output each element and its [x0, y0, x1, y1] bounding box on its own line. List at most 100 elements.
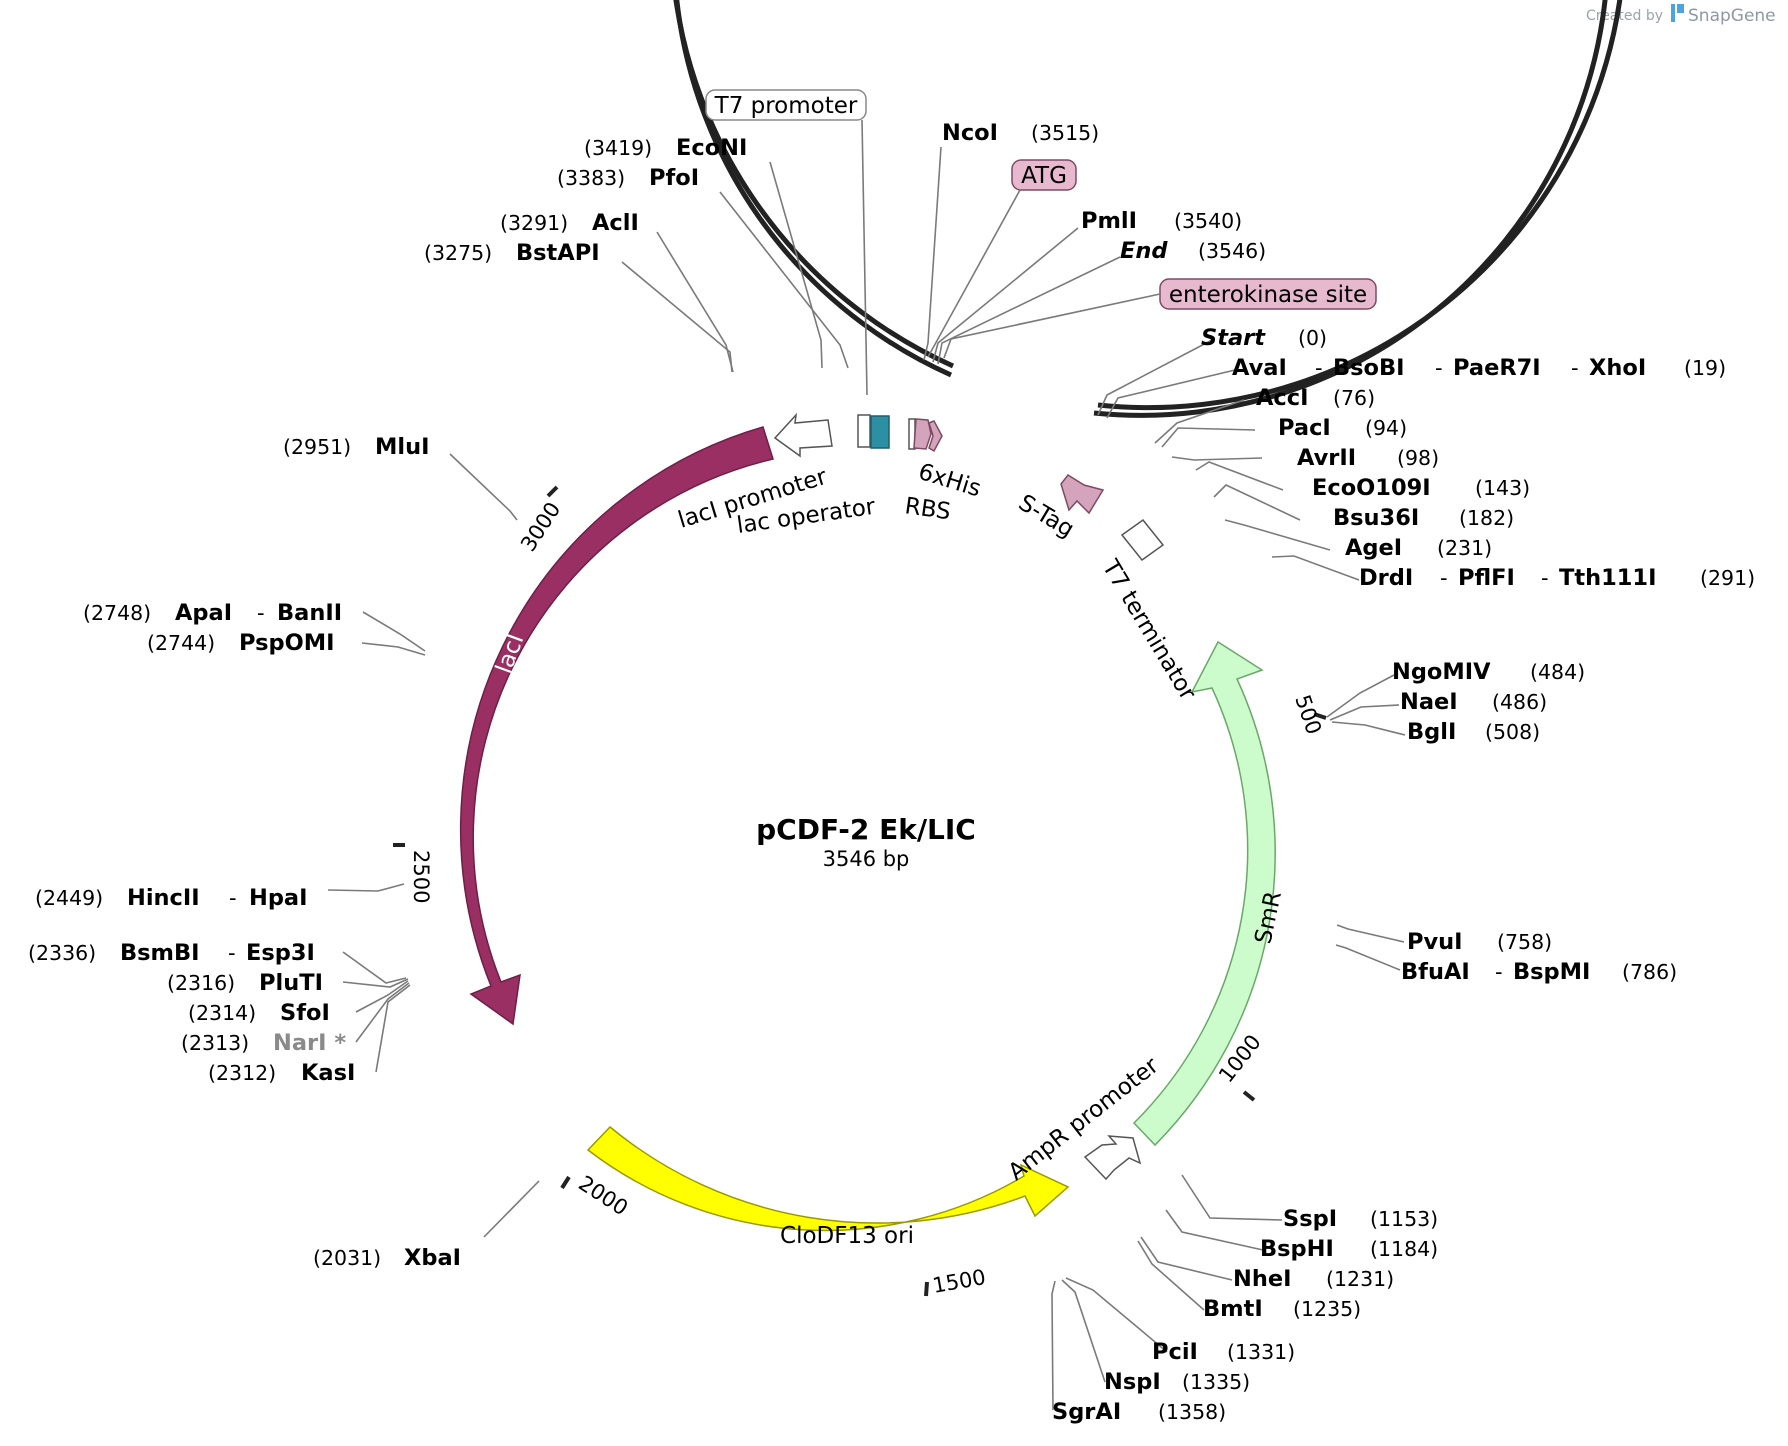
site-pcii[interactable]: PciI (1331): [1152, 1339, 1295, 1365]
site-name: Esp3I: [246, 940, 315, 966]
site-name: SfoI: [280, 1000, 330, 1026]
site-xbai[interactable]: (2031) XbaI: [313, 1245, 461, 1271]
operator-box: [870, 415, 890, 449]
site-nhei[interactable]: NheI (1231): [1233, 1266, 1394, 1292]
site-start[interactable]: Start (0): [1201, 325, 1327, 351]
site-name: DrdI: [1359, 565, 1413, 591]
site-position: (1335): [1182, 1370, 1250, 1394]
site-position: (2744): [147, 631, 215, 655]
site-position: (98): [1397, 446, 1439, 470]
site-naei[interactable]: NaeI (486): [1400, 689, 1547, 715]
site-ncoi[interactable]: NcoI (3515): [942, 120, 1099, 146]
site-name: ApaI: [175, 600, 232, 626]
site-ecoo109i[interactable]: EcoO109I (143): [1312, 475, 1530, 501]
site-position: (1184): [1370, 1237, 1438, 1261]
site-name: BglI: [1407, 719, 1456, 745]
site-name: SspI: [1283, 1206, 1337, 1232]
site-bsphi[interactable]: BspHI (1184): [1260, 1236, 1438, 1262]
site-pvui[interactable]: PvuI (758): [1407, 929, 1552, 955]
tick-label-2000: 2000: [574, 1171, 632, 1220]
site-pspomi[interactable]: (2744) PspOMI: [147, 630, 334, 656]
atg-label[interactable]: ATG: [927, 159, 1077, 358]
credit-prefix: Created by: [1586, 8, 1663, 24]
separator: -: [1495, 960, 1503, 984]
site-position: (1331): [1227, 1340, 1295, 1364]
site-position: (786): [1622, 960, 1677, 984]
site-avrii[interactable]: AvrII (98): [1297, 445, 1439, 471]
t7-promoter-label[interactable]: T7 promoter: [705, 89, 868, 396]
site-name: SgrAI: [1052, 1399, 1121, 1425]
site-nspi[interactable]: NspI (1335): [1104, 1369, 1250, 1395]
site-sgrai[interactable]: SgrAI (1358): [1052, 1399, 1226, 1425]
site-bfuai-group[interactable]: BfuAI - BspMI (786): [1401, 959, 1677, 985]
site-agei[interactable]: AgeI (231): [1345, 535, 1492, 561]
site-hincii-group[interactable]: (2449) HincII - HpaI: [35, 885, 308, 911]
site-position: (2312): [208, 1061, 276, 1085]
site-position: (2313): [181, 1031, 249, 1055]
site-name: BfuAI: [1401, 959, 1470, 985]
feature-6xhis[interactable]: 6xHis: [913, 418, 984, 502]
site-pmli[interactable]: PmlI (3540): [1081, 208, 1242, 234]
site-bmti[interactable]: BmtI (1235): [1203, 1296, 1361, 1322]
site-name: NheI: [1233, 1266, 1291, 1292]
site-mlui[interactable]: (2951) MluI: [283, 434, 430, 460]
site-econi[interactable]: (3419) EcoNI: [584, 135, 747, 161]
separator: -: [228, 941, 236, 965]
site-position: (1231): [1326, 1267, 1394, 1291]
site-sfoi[interactable]: (2314) SfoI: [188, 1000, 330, 1026]
site-position: (182): [1459, 506, 1514, 530]
tick-label-2500: 2500: [409, 850, 433, 903]
site-position: (3291): [500, 211, 568, 235]
site-bstapi[interactable]: (3275) BstAPI: [424, 240, 600, 266]
site-position: (2336): [28, 941, 96, 965]
site-ngomiv[interactable]: NgoMIV (484): [1392, 659, 1585, 685]
feature-label-t7-terminator: T7 terminator: [1096, 555, 1201, 705]
separator: -: [1571, 356, 1579, 380]
feature-rbs[interactable]: RBS: [903, 418, 952, 525]
site-name: PciI: [1152, 1339, 1198, 1365]
site-drdi-group[interactable]: DrdI - PflFI - Tth111I (291): [1359, 565, 1755, 591]
site-apai-group[interactable]: (2748) ApaI - BanII: [83, 600, 342, 626]
site-name: NarI *: [273, 1030, 346, 1056]
site-name: End: [1120, 238, 1168, 264]
enterokinase-label[interactable]: enterokinase site: [943, 278, 1377, 359]
feature-stag[interactable]: S-Tag: [1014, 474, 1105, 543]
feature-clodf13-arrow[interactable]: CloDF13 ori: [586, 1125, 1070, 1249]
site-acli[interactable]: (3291) AclI: [500, 210, 639, 236]
site-name: NgoMIV: [1392, 659, 1491, 685]
site-name: BsoBI: [1333, 355, 1405, 381]
site-nari[interactable]: (2313) NarI *: [181, 1030, 346, 1056]
site-bgli[interactable]: BglI (508): [1407, 719, 1540, 745]
site-position: (291): [1700, 566, 1755, 590]
site-avai-group[interactable]: AvaI - BsoBI - PaeR7I - XhoI (19): [1232, 355, 1726, 381]
site-name: KasI: [301, 1060, 355, 1086]
site-name: MluI: [375, 434, 430, 460]
site-position: (1358): [1158, 1400, 1226, 1424]
site-bsmbi-group[interactable]: (2336) BsmBI - Esp3I: [28, 940, 315, 966]
site-name: XbaI: [404, 1245, 461, 1271]
site-sspi[interactable]: SspI (1153): [1283, 1206, 1438, 1232]
site-name: EcoNI: [676, 135, 747, 161]
site-end[interactable]: End (3546): [1120, 238, 1266, 264]
enterokinase-text: enterokinase site: [1169, 282, 1367, 308]
site-name: BsmBI: [120, 940, 200, 966]
site-acci[interactable]: AccI (76): [1256, 385, 1375, 411]
site-position: (1153): [1370, 1207, 1438, 1231]
snapgene-logo-icon: [1671, 4, 1684, 22]
site-bsu36i[interactable]: Bsu36I (182): [1333, 505, 1514, 531]
site-name: BspMI: [1513, 959, 1590, 985]
site-position: (486): [1492, 690, 1547, 714]
site-position: (1235): [1293, 1297, 1361, 1321]
site-paci[interactable]: PacI (94): [1278, 415, 1407, 441]
site-name: PspOMI: [239, 630, 334, 656]
site-kasi[interactable]: (2312) KasI: [208, 1060, 355, 1086]
site-name: NspI: [1104, 1369, 1161, 1395]
feature-t7-terminator[interactable]: T7 terminator: [1096, 518, 1201, 705]
site-pfoi[interactable]: (3383) PfoI: [557, 165, 699, 191]
site-position: (3275): [424, 241, 492, 265]
site-pluti[interactable]: (2316) PluTI: [167, 970, 323, 996]
site-name: BmtI: [1203, 1296, 1263, 1322]
site-name: HincII: [127, 885, 200, 911]
site-position: (508): [1485, 720, 1540, 744]
site-position: (3419): [584, 136, 652, 160]
